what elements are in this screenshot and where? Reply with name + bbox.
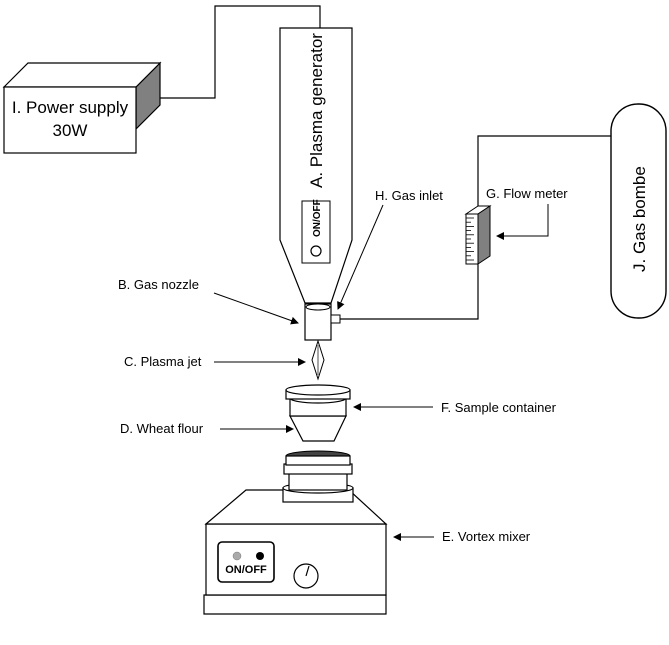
gas-inlet-port <box>330 314 341 324</box>
gas-nozzle <box>304 303 341 341</box>
plasma-jet-label: C. Plasma jet <box>124 354 202 369</box>
sample-container-label: F. Sample container <box>441 400 557 415</box>
power-button-icon <box>256 552 264 560</box>
flow-meter-arrow <box>496 204 549 240</box>
power-supply: I. Power supply 30W <box>2 61 162 154</box>
indicator-light-icon <box>232 551 242 561</box>
power-supply-rating: 30W <box>53 121 88 140</box>
plasma-generator: A. Plasma generator ON/OFF <box>279 27 353 304</box>
gas-bombe-label: J. Gas bombe <box>630 166 649 272</box>
gas-nozzle-label: B. Gas nozzle <box>118 277 199 292</box>
vortex-mixer: ON/OFF <box>203 489 388 615</box>
plasma-generator-label: A. Plasma generator <box>307 33 326 188</box>
gas-tube-upper <box>477 135 611 206</box>
flow-meter-label: G. Flow meter <box>486 186 568 201</box>
power-cable <box>160 5 321 99</box>
vortex-mixer-switch-label: ON/OFF <box>225 564 267 576</box>
power-button-icon <box>310 245 322 257</box>
gas-inlet-arrow <box>337 204 384 310</box>
sample-container <box>285 384 351 442</box>
gas-tube <box>340 262 479 320</box>
flow-meter-scale <box>466 217 474 261</box>
power-supply-label: I. Power supply <box>12 98 129 117</box>
gas-nozzle-arrow <box>213 292 299 325</box>
mixer-cup-holder <box>282 450 354 503</box>
flow-meter <box>464 205 492 265</box>
vortex-mixer-switch-panel <box>217 541 275 583</box>
gas-inlet-label: H. Gas inlet <box>375 188 443 203</box>
plasma-generator-switch-label: ON/OFF <box>312 199 323 237</box>
vortex-mixer-label: E. Vortex mixer <box>442 529 531 544</box>
wheat-flour-label: D. Wheat flour <box>120 421 204 436</box>
gas-bombe: J. Gas bombe <box>610 103 667 319</box>
